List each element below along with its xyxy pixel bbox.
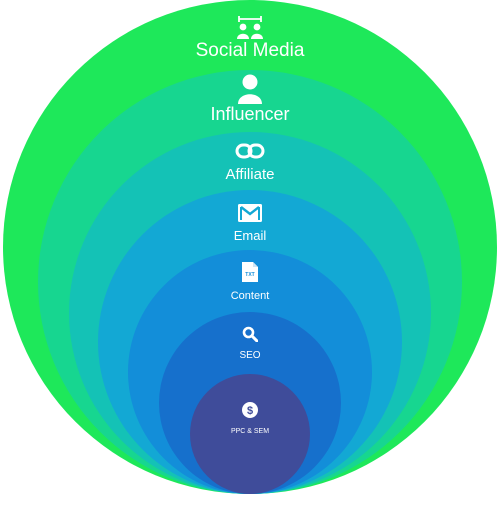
dollar-coin-icon: $	[0, 402, 500, 418]
layer-circle-ppc-sem	[190, 374, 310, 494]
txt-file-icon: TXT	[0, 262, 500, 282]
link-icon	[0, 143, 500, 159]
magnifier-icon	[0, 326, 500, 342]
layer-label-ppc-sem: PPC & SEM	[230, 428, 270, 435]
svg-text:TXT: TXT	[245, 272, 254, 278]
layer-label-affiliate: Affiliate	[225, 166, 275, 183]
people-connect-icon	[0, 16, 500, 40]
person-icon	[0, 74, 500, 104]
layer-label-influencer: Influencer	[210, 104, 290, 124]
layer-label-seo: SEO	[239, 350, 261, 361]
layer-label-email: Email	[233, 228, 267, 243]
layer-label-social-media: Social Media	[195, 40, 305, 61]
mail-icon	[0, 204, 500, 222]
svg-text:$: $	[247, 405, 253, 417]
layer-label-content: Content	[230, 290, 270, 302]
